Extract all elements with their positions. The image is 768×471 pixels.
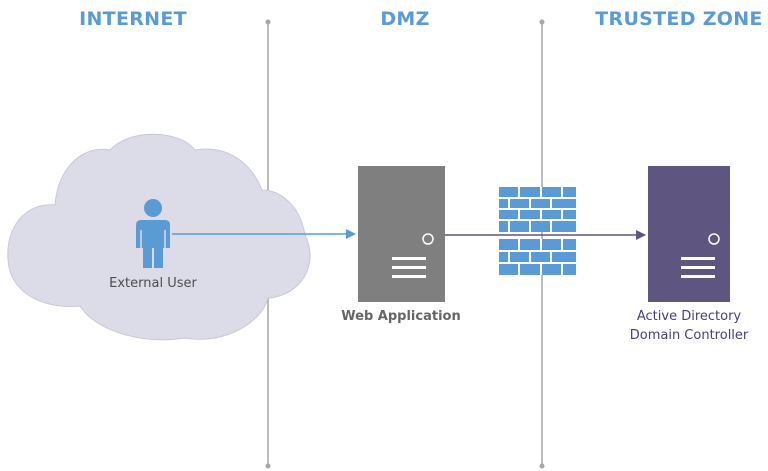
user-icon	[136, 199, 170, 268]
zone-title-dmz: DMZ	[380, 8, 430, 30]
domain-controller-label: Active Directory Domain Controller	[620, 307, 758, 345]
web-application-label: Web Application	[341, 309, 461, 324]
server-icon	[358, 166, 445, 302]
domain-controller-label-line1: Active Directory	[636, 309, 742, 324]
domain-controller-label-line2: Domain Controller	[629, 328, 749, 343]
zone-title-internet: INTERNET	[79, 8, 187, 30]
external-user-label: External User	[109, 276, 197, 291]
zone-title-trusted: TRUSTED ZONE	[595, 8, 763, 30]
firewall-icon	[499, 187, 576, 275]
domain-controller-server-icon	[648, 166, 730, 302]
